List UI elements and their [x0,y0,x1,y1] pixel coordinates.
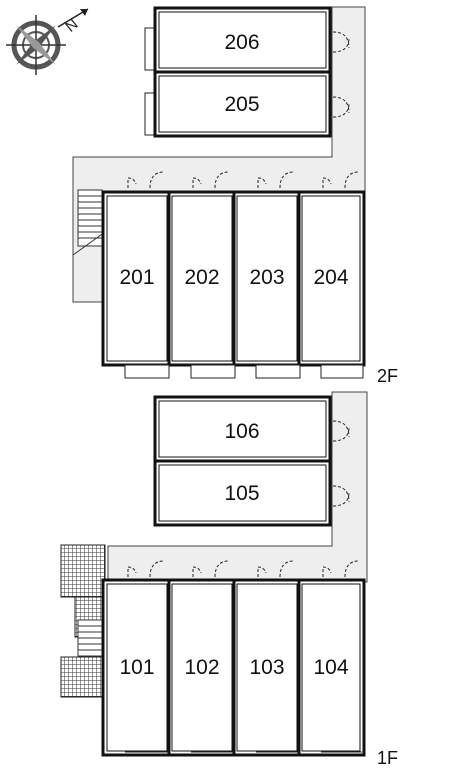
unit-204 [301,195,361,362]
door-icon [332,420,350,507]
balcony [190,364,236,379]
unit-103 [236,583,298,752]
unit-106 [153,395,332,463]
door-icon [332,31,350,118]
stairs-2f [72,189,106,256]
unit-201 [106,195,168,362]
unit-102 [171,583,233,752]
stairs-1f [60,544,106,698]
door-icon [127,171,360,189]
unit-102-label: 102 [184,656,219,679]
compass-icon: N [6,8,89,75]
floor-label-2f: 2F [377,366,398,386]
unit-201-label: 201 [119,266,154,289]
floor-1f: 106 105 101 102 103 104 1F [60,391,398,768]
unit-104 [301,583,361,752]
unit-105 [153,459,332,527]
floor-label-1f: 1F [377,748,398,768]
door-icon [127,560,360,578]
unit-205 [153,70,332,138]
balcony [124,364,170,379]
unit-206-label: 206 [224,31,259,54]
unit-202-label: 202 [184,266,219,289]
unit-101 [106,583,168,752]
unit-205-label: 205 [224,93,259,116]
unit-203 [236,195,298,362]
unit-101-label: 101 [119,656,154,679]
unit-106-label: 106 [224,420,259,443]
floor-2f: 206 205 201 202 203 204 [72,6,398,386]
unit-202 [171,195,233,362]
unit-206 [153,6,332,74]
balcony [255,364,301,379]
unit-204-label: 204 [313,266,348,289]
unit-105-label: 105 [224,482,259,505]
balcony [320,364,364,379]
unit-104-label: 104 [313,656,348,679]
unit-103-label: 103 [249,656,284,679]
compass-north-label: N [62,16,81,36]
unit-203-label: 203 [249,266,284,289]
